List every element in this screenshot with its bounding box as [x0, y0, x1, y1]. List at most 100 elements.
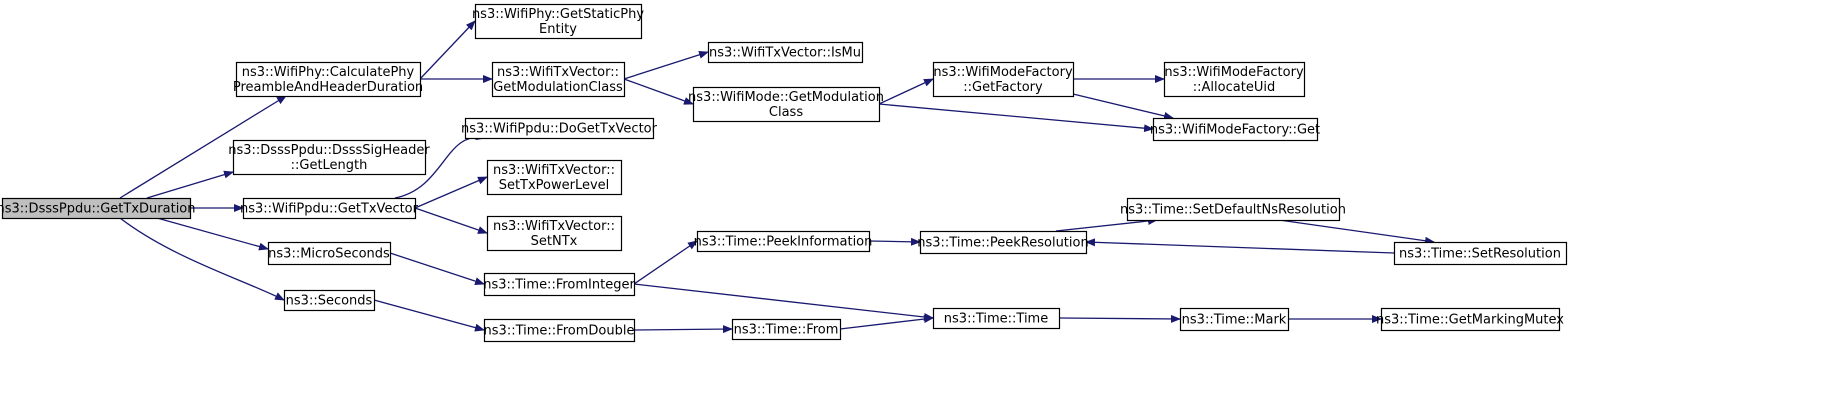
node-box	[483, 272, 636, 297]
node-alloc[interactable]: ns3::WifiModeFactory::AllocateUid	[1163, 61, 1306, 98]
node-label: ns3::Time::PeekResolution	[917, 236, 1088, 251]
node-dogettx[interactable]: ns3::WifiPpdu::DoGetTxVector	[461, 117, 658, 140]
node-box	[731, 318, 842, 341]
node-label: ns3::Time::PeekInformation	[694, 235, 873, 250]
node-box	[1152, 117, 1319, 142]
node-mutex[interactable]: ns3::Time::GetMarkingMutex	[1376, 307, 1564, 332]
node-label: ns3::DsssPpdu::DsssSigHeader	[228, 143, 430, 158]
node-box	[1380, 307, 1561, 332]
node-box	[491, 61, 626, 98]
node-label: ns3::WifiPhy::GetStaticPhy	[472, 7, 644, 22]
node-fromint[interactable]: ns3::Time::FromInteger	[483, 272, 636, 297]
node-label: ::GetLength	[291, 158, 368, 173]
node-timefrom[interactable]: ns3::Time::From	[731, 318, 842, 341]
node-label: ns3::Time::Mark	[1182, 313, 1287, 328]
node-label: ::AllocateUid	[1193, 80, 1275, 95]
node-micro[interactable]: ns3::MicroSeconds	[267, 241, 392, 266]
node-root[interactable]: ns3::DsssPpdu::GetTxDuration	[0, 197, 195, 220]
node-box	[242, 197, 417, 220]
node-label: ns3::Time::FromInteger	[483, 278, 635, 293]
node-box	[1393, 241, 1568, 266]
node-box	[919, 230, 1088, 255]
node-ismu[interactable]: ns3::WifiTxVector::IsMu	[707, 41, 864, 64]
node-box	[1, 197, 192, 220]
edge-getfactory-to-wmfget	[1072, 93, 1174, 120]
node-label: ns3::Time::GetMarkingMutex	[1376, 313, 1564, 328]
node-box	[474, 3, 643, 40]
node-label: ::GetFactory	[963, 80, 1043, 95]
node-label: ns3::Seconds	[286, 294, 373, 309]
node-label: ns3::Time::From	[734, 323, 839, 338]
node-txmod[interactable]: ns3::WifiTxVector::GetModulationClass	[491, 61, 626, 98]
node-box	[707, 41, 864, 64]
node-box	[235, 61, 422, 98]
edge-micro-to-fromint	[389, 252, 485, 285]
node-label: PreambleAndHeaderDuration	[233, 80, 423, 95]
edge-timetime-to-mark	[1058, 314, 1181, 323]
node-label: ns3::WifiPpdu::GetTxVector	[240, 202, 419, 217]
edge-modemod-to-getfactory	[878, 78, 934, 105]
node-getfactory[interactable]: ns3::WifiModeFactory::GetFactory	[932, 61, 1075, 98]
edge-modemod-to-wmfget	[878, 103, 1154, 133]
node-label: ns3::WifiTxVector::	[497, 65, 619, 80]
node-label: ns3::WifiPpdu::DoGetTxVector	[461, 122, 658, 137]
node-wmfget[interactable]: ns3::WifiModeFactory::Get	[1150, 117, 1320, 142]
node-calc[interactable]: ns3::WifiPhy::CalculatePhyPreambleAndHea…	[233, 61, 423, 98]
node-timetime[interactable]: ns3::Time::Time	[932, 307, 1061, 330]
node-label: ns3::WifiTxVector::	[493, 219, 615, 234]
node-box	[283, 289, 376, 312]
node-label: ns3::Time::FromDouble	[484, 324, 635, 339]
node-modemod[interactable]: ns3::WifiMode::GetModulationClass	[688, 86, 884, 123]
edge-root-to-getlen	[146, 170, 234, 199]
edge-fromint-to-timetime	[633, 283, 934, 321]
node-label: ns3::DsssPpdu::GetTxDuration	[0, 202, 195, 217]
node-label: ns3::WifiModeFactory	[933, 65, 1073, 80]
node-box	[267, 241, 392, 266]
edge-pputx-to-setntx	[414, 207, 488, 234]
node-pputx[interactable]: ns3::WifiPpdu::GetTxVector	[240, 197, 419, 220]
node-label: ns3::WifiModeFactory::Get	[1150, 123, 1320, 138]
node-label: ns3::Time::SetDefaultNsResolution	[1120, 203, 1346, 218]
node-label: Class	[769, 105, 803, 120]
node-fromdbl[interactable]: ns3::Time::FromDouble	[484, 318, 636, 343]
node-peekinfo[interactable]: ns3::Time::PeekInformation	[694, 230, 873, 253]
node-box	[692, 86, 881, 123]
edge-txmod-to-ismu	[623, 50, 709, 80]
node-label: ns3::WifiTxVector::IsMu	[709, 46, 861, 61]
node-label: ns3::MicroSeconds	[268, 247, 390, 262]
node-setres[interactable]: ns3::Time::SetResolution	[1393, 241, 1568, 266]
node-label: ns3::WifiPhy::CalculatePhy	[242, 65, 415, 80]
node-setntx[interactable]: ns3::WifiTxVector::SetNTx	[486, 215, 623, 252]
node-label: ns3::WifiMode::GetModulation	[688, 90, 884, 105]
node-peekres[interactable]: ns3::Time::PeekResolution	[917, 230, 1089, 255]
node-label: SetNTx	[531, 234, 578, 249]
edge-setdef-to-setres	[1278, 219, 1435, 245]
node-mark[interactable]: ns3::Time::Mark	[1179, 307, 1290, 332]
node-seconds[interactable]: ns3::Seconds	[283, 289, 376, 312]
node-box	[232, 139, 427, 176]
node-box	[486, 215, 623, 252]
node-getlen[interactable]: ns3::DsssPpdu::DsssSigHeader::GetLength	[228, 139, 430, 176]
edge-pputx-to-setpower	[414, 176, 488, 209]
edge-root-to-micro	[156, 217, 269, 251]
node-label: ns3::WifiModeFactory	[1164, 65, 1304, 80]
edge-root-to-seconds	[119, 217, 285, 301]
edge-root-to-calc	[119, 95, 287, 199]
node-layer: ns3::DsssPpdu::GetTxDuration ns3::WifiPhy…	[0, 3, 1568, 343]
node-label: ns3::WifiTxVector::	[493, 163, 615, 178]
node-box	[464, 117, 655, 140]
node-box	[932, 307, 1061, 330]
edge-setres-to-peekres	[1085, 238, 1395, 254]
node-label: ns3::Time::Time	[944, 312, 1048, 327]
node-box	[486, 159, 623, 196]
node-label: SetTxPowerLevel	[499, 178, 610, 193]
node-box	[1126, 197, 1341, 222]
node-setpower[interactable]: ns3::WifiTxVector::SetTxPowerLevel	[486, 159, 623, 196]
node-label: GetModulationClass	[493, 80, 623, 95]
node-label: Entity	[539, 22, 577, 37]
edge-fromint-to-peekinfo	[633, 240, 698, 285]
node-setdef[interactable]: ns3::Time::SetDefaultNsResolution	[1120, 197, 1346, 222]
node-label: ns3::Time::SetResolution	[1399, 247, 1561, 262]
node-box	[1179, 307, 1290, 332]
